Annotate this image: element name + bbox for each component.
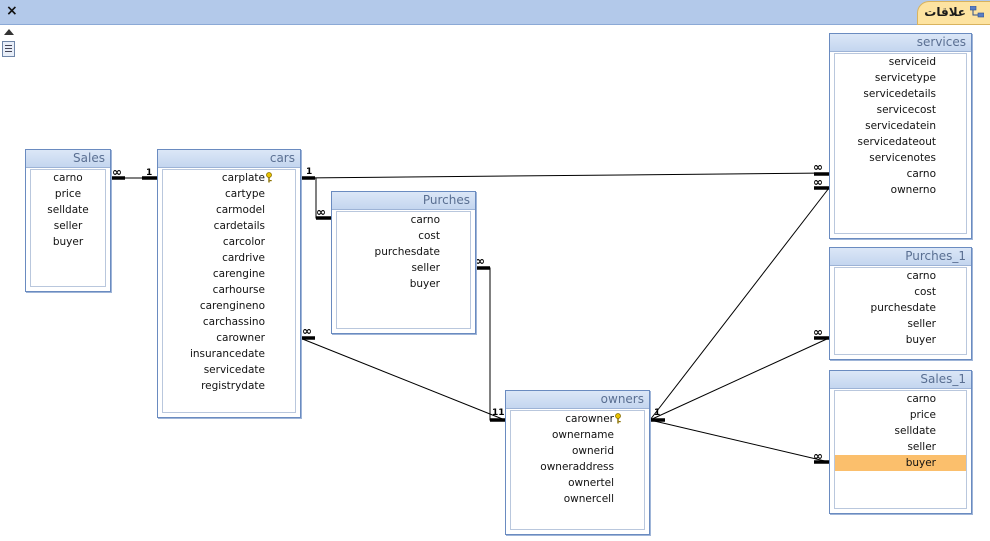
field-row[interactable]: insurancedate <box>189 348 265 360</box>
field-row[interactable]: buyer <box>905 334 936 346</box>
table-title[interactable]: Purches_1 <box>830 248 971 266</box>
table-purches-1[interactable]: Purches_1 carno cost purchesdate seller … <box>829 247 972 360</box>
field-row[interactable]: cardetails <box>213 220 265 232</box>
label-cars-services-many: ∞ <box>813 160 823 174</box>
field-row[interactable]: servicetype <box>874 72 936 84</box>
field-row[interactable]: ownercell <box>563 493 614 505</box>
field-row[interactable]: seller <box>53 220 83 232</box>
label-purches-owners-many: ∞ <box>475 254 485 268</box>
field-row-primary-key[interactable]: carowner <box>511 411 644 427</box>
label-sales-cars-many: ∞ <box>112 165 122 179</box>
table-title[interactable]: cars <box>158 150 300 168</box>
field-row[interactable]: seller <box>907 318 936 330</box>
field-row[interactable]: carcolor <box>222 236 265 248</box>
field-row[interactable]: ownername <box>551 429 614 441</box>
field-row[interactable]: carchassino <box>202 316 265 328</box>
label-cars-purches-many: ∞ <box>316 205 326 219</box>
field-list[interactable]: carno price selldate seller buyer <box>30 169 106 287</box>
table-title[interactable]: Purches <box>332 192 475 210</box>
field-row[interactable]: servicedateout <box>857 136 936 148</box>
table-services[interactable]: services serviceid servicetype servicede… <box>829 33 972 239</box>
field-row[interactable]: cost <box>418 230 440 242</box>
tab-relationships[interactable]: علاقات <box>917 1 990 25</box>
table-title[interactable]: Sales_1 <box>830 371 971 389</box>
field-row[interactable]: carno <box>906 270 936 282</box>
close-button[interactable]: × <box>6 3 18 19</box>
field-row[interactable]: carno <box>410 214 440 226</box>
field-row[interactable]: buyer <box>409 278 440 290</box>
field-row[interactable]: carengine <box>212 268 265 280</box>
field-row[interactable]: carhourse <box>212 284 265 296</box>
table-sales[interactable]: Sales carno price selldate seller buyer <box>25 149 111 292</box>
primary-key-icon <box>615 413 621 424</box>
field-row[interactable]: carno <box>906 168 936 180</box>
field-list[interactable]: carno price selldate seller buyer <box>834 390 967 509</box>
field-row[interactable]: price <box>909 409 936 421</box>
field-list[interactable]: carplate cartype carmodel cardetails car… <box>162 169 296 413</box>
table-sales-1[interactable]: Sales_1 carno price selldate seller buye… <box>829 370 972 514</box>
label-owners-sales1-many: ∞ <box>813 449 823 463</box>
field-list[interactable]: carno cost purchesdate seller buyer <box>336 211 471 329</box>
field-row[interactable]: price <box>54 188 82 200</box>
expand-arrow-icon[interactable] <box>4 29 14 35</box>
field-row[interactable]: ownerno <box>890 184 936 196</box>
list-icon[interactable] <box>2 41 15 57</box>
field-row[interactable]: ownerid <box>571 445 614 457</box>
field-list[interactable]: carno cost purchesdate seller buyer <box>834 267 967 355</box>
field-row[interactable]: servicedate <box>203 364 265 376</box>
window-title-bar: × علاقات <box>0 0 990 25</box>
field-row[interactable]: cardrive <box>222 252 265 264</box>
table-title[interactable]: services <box>830 34 971 52</box>
field-row-primary-key[interactable]: carplate <box>163 170 295 186</box>
field-row[interactable]: servicedatein <box>865 120 936 132</box>
label-cars-services-one: 1 <box>306 167 312 177</box>
field-row[interactable]: carno <box>906 393 936 405</box>
field-row[interactable]: selldate <box>47 204 89 216</box>
field-row[interactable]: purchesdate <box>870 302 936 314</box>
field-row[interactable]: seller <box>411 262 440 274</box>
field-row[interactable]: servicecost <box>876 104 936 116</box>
field-row[interactable]: registrydate <box>201 380 265 392</box>
field-row[interactable]: buyer <box>52 236 84 248</box>
field-row[interactable]: serviceid <box>888 56 936 68</box>
table-owners[interactable]: owners carowner ownername ownerid ownera… <box>505 390 650 535</box>
navigation-pane-collapsed <box>0 25 18 541</box>
field-list[interactable]: carowner ownername ownerid owneraddress … <box>510 410 645 530</box>
table-cars[interactable]: cars carplate cartype carmodel cardetail… <box>157 149 301 418</box>
label-cars-owners-many: ∞ <box>302 324 312 338</box>
label-sales-cars-one: 1 <box>146 168 152 178</box>
relationships-icon <box>970 6 984 18</box>
field-row[interactable]: purchesdate <box>374 246 440 258</box>
field-row[interactable]: carengineno <box>199 300 265 312</box>
field-row-selected[interactable]: buyer <box>835 455 966 471</box>
field-row[interactable]: seller <box>907 441 936 453</box>
field-row[interactable]: servicedetails <box>863 88 936 100</box>
label-owners-purches1-many: ∞ <box>813 325 823 339</box>
table-purches[interactable]: Purches carno cost purchesdate seller bu… <box>331 191 476 334</box>
field-row[interactable]: ownertel <box>568 477 614 489</box>
table-title[interactable]: owners <box>506 391 649 409</box>
field-row[interactable]: carmodel <box>215 204 265 216</box>
field-list[interactable]: serviceid servicetype servicedetails ser… <box>834 53 967 234</box>
label-owners-services-many: ∞ <box>813 175 823 189</box>
field-row[interactable]: owneraddress <box>540 461 614 473</box>
field-label: carplate <box>221 172 265 184</box>
field-row[interactable]: cartype <box>225 188 265 200</box>
table-title[interactable]: Sales <box>26 150 110 168</box>
field-row[interactable]: selldate <box>894 425 936 437</box>
label-owners-right-one: 1 <box>654 408 660 418</box>
field-label: carowner <box>565 413 614 425</box>
tab-label: علاقات <box>924 5 966 19</box>
field-row[interactable]: carowner <box>216 332 265 344</box>
field-row[interactable]: carno <box>53 172 83 184</box>
label-owners-left-one: 11 <box>492 408 505 418</box>
primary-key-icon <box>266 172 272 183</box>
field-row[interactable]: servicenotes <box>869 152 936 164</box>
field-row[interactable]: cost <box>914 286 936 298</box>
